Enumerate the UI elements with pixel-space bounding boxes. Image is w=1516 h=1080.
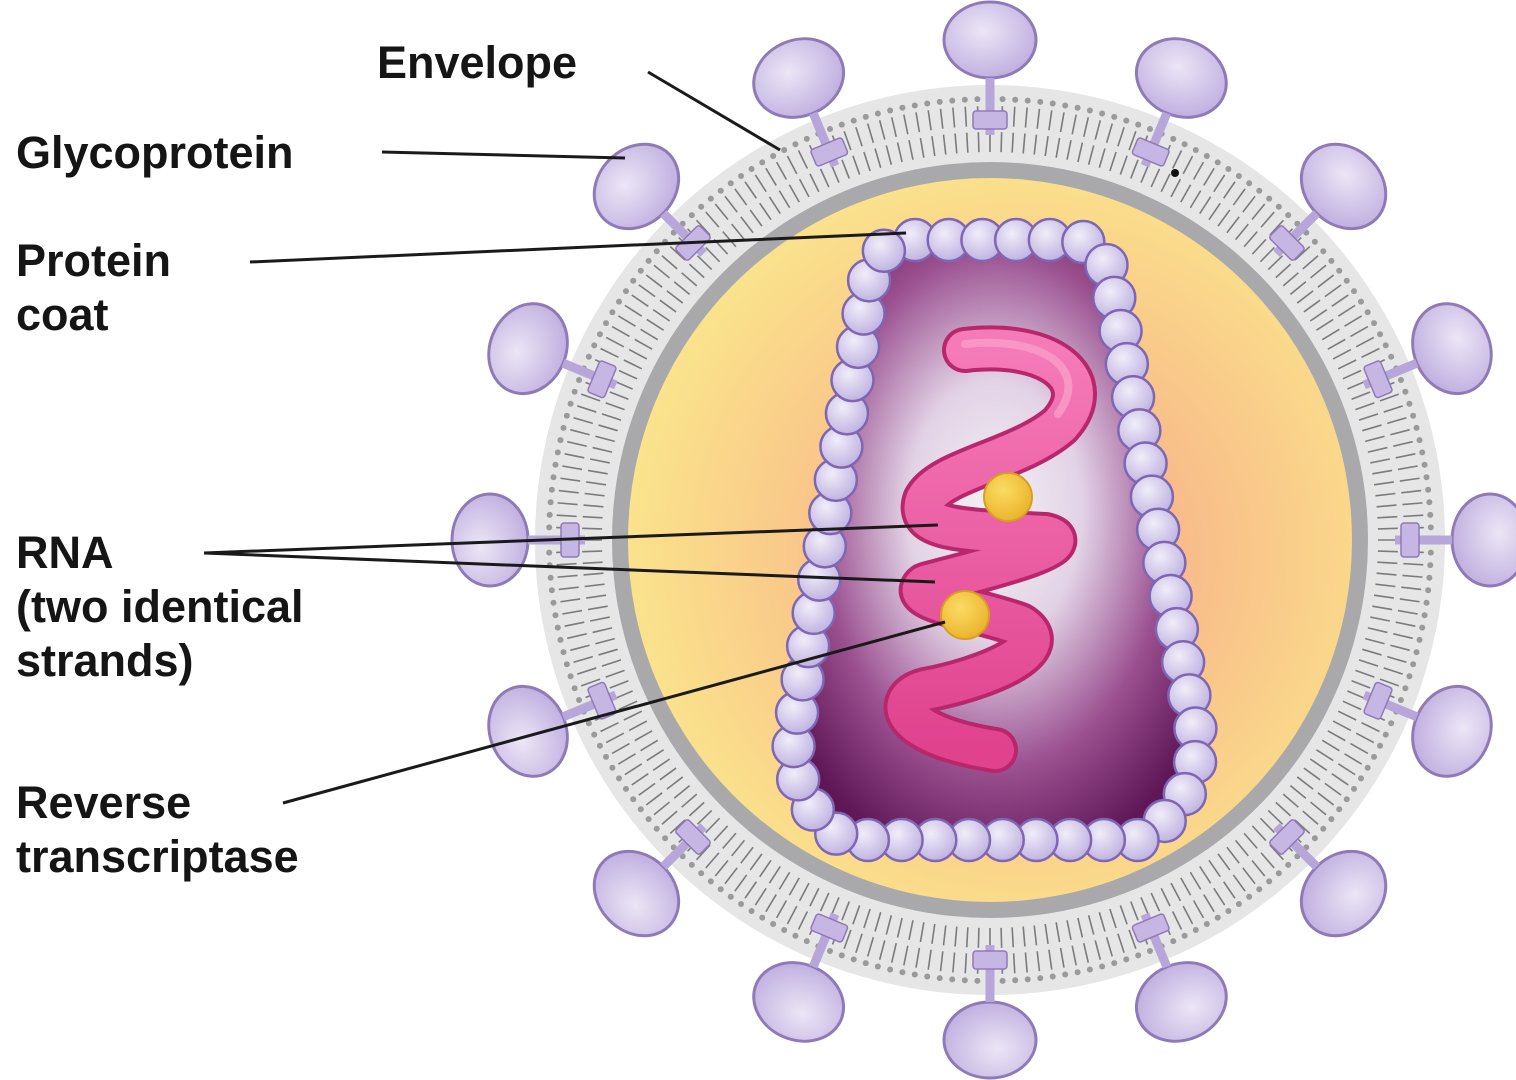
label-protein-coat: Protein coat — [16, 234, 171, 342]
glycoprotein-anchor — [1401, 523, 1419, 557]
label-glycoprotein: Glycoprotein — [16, 126, 294, 180]
envelope-pointer-dot — [1171, 169, 1179, 177]
leader-glycoprotein — [382, 152, 625, 158]
glycoprotein-anchor — [973, 951, 1007, 969]
glycoprotein-knob — [944, 2, 1036, 78]
label-rna: RNA (two identical strands) — [16, 526, 304, 688]
reverse-transcriptase-upper — [984, 473, 1032, 521]
glycoprotein-knob — [1452, 494, 1516, 586]
glycoprotein-knob — [944, 1002, 1036, 1078]
label-envelope: Envelope — [377, 36, 577, 90]
label-reverse-transcriptase: Reverse transcriptase — [16, 776, 299, 884]
reverse-transcriptase-lower — [941, 591, 989, 639]
glycoprotein-anchor — [973, 111, 1007, 129]
